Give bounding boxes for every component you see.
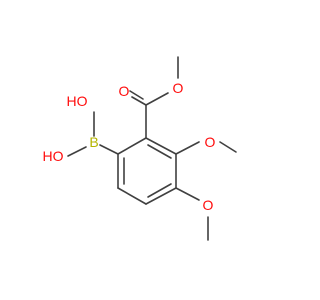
bond-c2-c3-inner xyxy=(147,144,172,159)
bond-c4-c5 xyxy=(145,187,177,205)
bond-c1-b xyxy=(99,144,119,155)
bond-o3-me3 xyxy=(219,141,237,153)
bond-cc-oc-1 xyxy=(131,96,147,106)
bond-c5-c6 xyxy=(117,187,147,205)
bond-c4-o4 xyxy=(175,187,200,201)
bond-c4-c5-inner xyxy=(147,183,172,198)
boron-label: B xyxy=(89,134,98,150)
bond-c2-c3 xyxy=(145,137,177,155)
bond-c1-c2 xyxy=(117,137,147,155)
hydroxyl-label-top: HO xyxy=(67,93,88,109)
bond-c3-o3 xyxy=(175,141,200,155)
methoxy-oxygen-label-lower: O xyxy=(203,197,214,213)
ester-oxygen-label: O xyxy=(173,80,184,96)
bond-cc-oc-2 xyxy=(129,90,144,100)
molecule-structure-drawing: B HO HO O O O O xyxy=(43,56,237,241)
bond-b-oh2 xyxy=(67,146,87,157)
carbonyl-oxygen-label: O xyxy=(119,83,130,99)
bond-cc-oe xyxy=(145,92,169,106)
methoxy-oxygen-label-upper: O xyxy=(205,134,216,150)
hydroxyl-label-bottom: HO xyxy=(43,148,64,164)
